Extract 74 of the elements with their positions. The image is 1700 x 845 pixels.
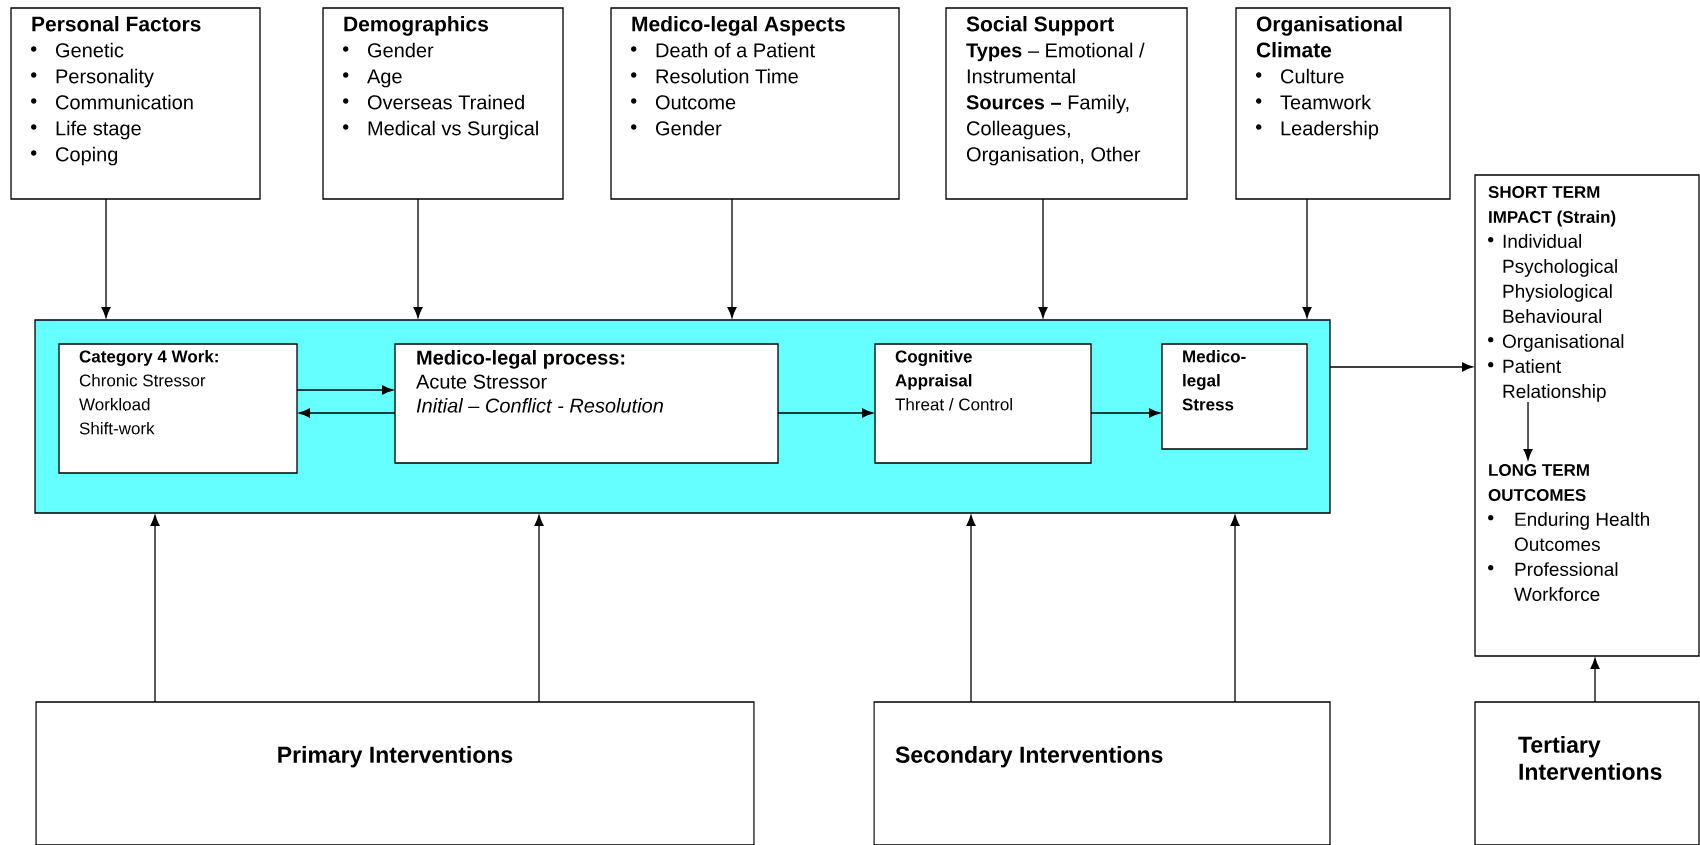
box-text: Workload	[79, 398, 150, 411]
box-heading: Medico-legal Aspects	[632, 16, 845, 36]
box-text: Threat / Control	[895, 398, 1012, 411]
list-item: Life stage	[31, 120, 141, 140]
list-item: Age	[343, 69, 402, 88]
box-text: Acute Stressor	[416, 374, 547, 389]
stage-box	[58, 343, 298, 474]
arrow	[150, 514, 160, 703]
intervention-box	[35, 701, 755, 845]
box-heading: Category 4 Work:	[79, 350, 218, 366]
arrow	[966, 514, 976, 703]
factor-box	[10, 7, 261, 200]
stage-box	[874, 343, 1092, 464]
box-heading: Secondary Interventions	[895, 746, 1163, 768]
text-block	[1488, 464, 1649, 602]
box-heading: Social Support	[966, 16, 1114, 36]
arrow	[777, 408, 874, 418]
list-item: Patient Relationship	[1488, 359, 1606, 402]
box-text: Initial – Conflict - Resolution	[416, 398, 663, 413]
arrow	[1302, 198, 1312, 319]
list-item: Gender	[631, 120, 722, 136]
factor-box	[322, 7, 564, 200]
list-item: Resolution Time	[631, 68, 798, 84]
factor-box	[1235, 7, 1451, 200]
text-block	[1488, 186, 1624, 402]
arrow	[1523, 401, 1533, 461]
list-item: Enduring Health Outcomes	[1488, 512, 1649, 552]
arrow	[299, 408, 396, 418]
box-text: Shift-work	[79, 422, 155, 435]
arrow	[296, 385, 394, 395]
list-item: Outcome	[631, 95, 736, 110]
box-heading: Medico-legal Stress	[1182, 350, 1246, 411]
list-item: Death of a Patient	[631, 42, 815, 58]
box-heading: Personal Factors	[32, 16, 201, 32]
list-item: Coping	[31, 146, 118, 166]
list-item: Communication	[31, 94, 193, 110]
arrow	[727, 198, 737, 319]
box-heading: Medico-legal process:	[417, 350, 625, 369]
intervention-box	[873, 701, 1331, 845]
box-text: Types – Emotional / Instrumental	[966, 42, 1145, 84]
list-item: Individual Psychological Physiological Behavioural	[1488, 234, 1617, 324]
arrow	[1230, 514, 1240, 703]
factor-box	[945, 7, 1188, 200]
factor-box	[610, 7, 900, 200]
list-item: Culture	[1256, 68, 1344, 84]
arrow	[1090, 408, 1161, 418]
list-item: Genetic	[31, 42, 124, 58]
stage-box	[394, 343, 779, 464]
box-heading: LONG TERM OUTCOMES	[1488, 464, 1589, 502]
box-heading: Tertiary Interventions	[1518, 736, 1662, 780]
arrow	[1038, 198, 1048, 319]
list-item: Gender	[343, 42, 434, 58]
intervention-box	[1474, 701, 1700, 845]
list-item: Organisational	[1488, 334, 1624, 352]
arrow	[534, 514, 544, 703]
box-heading: Demographics	[344, 16, 488, 36]
box-heading: Primary Interventions	[278, 746, 513, 768]
box-heading: SHORT TERM IMPACT (Strain)	[1488, 186, 1616, 227]
arrow	[101, 198, 111, 319]
list-item: Professional Workforce	[1488, 562, 1618, 602]
arrow	[1590, 657, 1600, 703]
box-text: Chronic Stressor	[79, 374, 206, 387]
list-item: Personality	[31, 68, 154, 88]
list-item: Medical vs Surgical	[343, 120, 538, 140]
arrow	[1329, 362, 1474, 372]
outcome-box	[1474, 174, 1700, 657]
list-item: Teamwork	[1256, 94, 1372, 110]
box-text: Sources – Family, Colleagues, Organisation, Other	[966, 94, 1141, 166]
box-heading: Organisational Climate	[1256, 16, 1402, 58]
stage-box	[1161, 343, 1308, 450]
box-heading: Cognitive Appraisal	[895, 350, 972, 390]
list-item: Overseas Trained	[343, 94, 524, 110]
list-item: Leadership	[1256, 120, 1379, 140]
arrow	[413, 198, 423, 319]
